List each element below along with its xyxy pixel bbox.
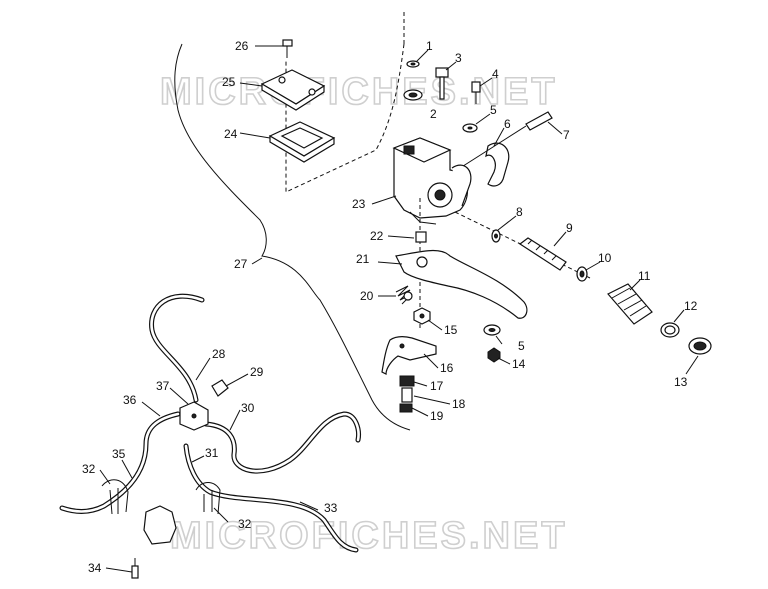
callout-24: 24 — [224, 127, 238, 141]
callout-10: 10 — [598, 251, 612, 265]
brake-lever-21 — [395, 249, 528, 319]
diaphragm-24 — [268, 121, 336, 163]
washer-1 — [406, 60, 420, 68]
callout-32-left: 32 — [82, 462, 96, 476]
spring-20 — [395, 285, 413, 305]
seal-2 — [403, 89, 423, 101]
watermark-top: MICROFICHES.NET — [160, 71, 558, 113]
callout-32-right: 32 — [238, 517, 252, 531]
brake-hose-30 — [203, 411, 361, 474]
clip-32-right — [195, 482, 221, 515]
ring-12 — [660, 322, 680, 338]
guard-plate — [143, 505, 177, 545]
bracket-16 — [381, 336, 437, 375]
callout-33: 33 — [324, 501, 338, 515]
screw-7 — [525, 111, 553, 131]
callout-1: 1 — [426, 39, 433, 53]
callout-30: 30 — [241, 401, 255, 415]
callout-18: 18 — [452, 397, 466, 411]
callout-35: 35 — [112, 447, 126, 461]
callout-36: 36 — [123, 393, 137, 407]
piston-9 — [518, 237, 567, 271]
callout-27: 27 — [234, 257, 248, 271]
callout-25: 25 — [222, 75, 236, 89]
callout-3: 3 — [455, 51, 462, 65]
callout-28: 28 — [212, 347, 226, 361]
callout-2: 2 — [430, 107, 437, 121]
brake-hose-31-33 — [183, 443, 359, 553]
callout-labels: 1 2 3 4 5 5 6 7 8 9 10 11 12 13 14 15 16… — [82, 39, 698, 575]
switch-17 — [399, 375, 415, 387]
callout-13: 13 — [674, 375, 688, 389]
bleeder-4 — [471, 81, 481, 104]
master-cylinder-23 — [392, 137, 472, 225]
bolt-34 — [131, 558, 139, 579]
callout-21: 21 — [356, 252, 370, 266]
banjo-bolt-3 — [435, 67, 449, 100]
callout-23: 23 — [352, 197, 366, 211]
boot-11 — [607, 283, 653, 325]
switch-body-18 — [401, 387, 413, 403]
callout-34: 34 — [88, 561, 102, 575]
junction-block-37 — [179, 401, 209, 431]
callout-9: 9 — [566, 221, 573, 235]
nut-14 — [487, 347, 501, 363]
callout-16: 16 — [440, 361, 454, 375]
washer-5-top — [462, 123, 478, 133]
callout-31: 31 — [205, 446, 219, 460]
brake-hose-36 — [59, 411, 181, 514]
switch-plunger-19 — [399, 403, 413, 413]
nut-15 — [413, 307, 431, 325]
leader-lines — [99, 45, 699, 573]
callout-20: 20 — [360, 289, 374, 303]
watermark-bottom: MICROFICHES.NET — [170, 515, 568, 557]
reservoir-frame — [285, 12, 405, 193]
callout-6: 6 — [504, 117, 511, 131]
brake-hose-28 — [149, 293, 205, 403]
bracket-29 — [211, 379, 229, 397]
callout-12: 12 — [684, 299, 698, 313]
group-boundary-line — [174, 43, 411, 431]
seal-10 — [576, 266, 588, 282]
callout-19: 19 — [430, 409, 444, 423]
callout-26: 26 — [235, 39, 249, 53]
callout-37: 37 — [156, 379, 170, 393]
clip-32-left — [101, 479, 129, 515]
callout-17: 17 — [430, 379, 444, 393]
callout-14: 14 — [512, 357, 526, 371]
cap-13 — [688, 337, 712, 355]
callout-22: 22 — [370, 229, 384, 243]
reservoir-cover-25 — [260, 69, 326, 111]
bushing-22 — [415, 231, 427, 243]
callout-29: 29 — [250, 365, 264, 379]
screw-26 — [282, 39, 293, 58]
callout-11: 11 — [638, 269, 651, 283]
callout-5-top: 5 — [490, 103, 497, 117]
washer-5-bottom — [483, 324, 501, 336]
clamp-6 — [485, 142, 510, 187]
washer-8 — [491, 229, 501, 243]
callout-15: 15 — [444, 323, 458, 337]
callout-8: 8 — [516, 205, 523, 219]
callout-7: 7 — [563, 128, 570, 142]
callout-4: 4 — [492, 67, 499, 81]
callout-5-bottom: 5 — [518, 339, 525, 353]
